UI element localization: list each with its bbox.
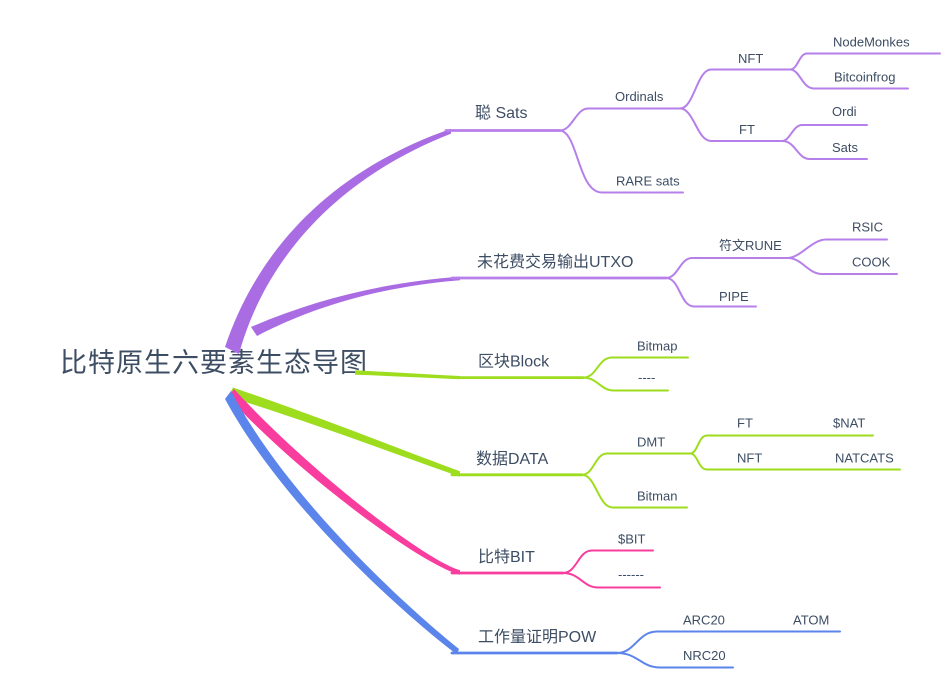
branch-sats: 聪 Sats Ordinals NFT NodeMonkes Bitcoinfr… bbox=[225, 35, 941, 354]
branch-bit-ribbon bbox=[228, 389, 460, 575]
edge-cook bbox=[787, 257, 898, 275]
edge-nodemonkes bbox=[789, 52, 941, 71]
edge-nft-ordinals bbox=[679, 68, 791, 110]
edge-ft-dmt bbox=[689, 434, 874, 455]
branch-data: 数据DATA DMT FT $NAT NFT NATCATS Bitman bbox=[228, 387, 901, 509]
edge-rune bbox=[665, 257, 789, 279]
node-dmt-label[interactable]: DMT bbox=[637, 435, 665, 450]
node-pipe-label[interactable]: PIPE bbox=[719, 289, 749, 304]
edge-bitcoinfrog bbox=[789, 68, 909, 90]
node-bitmap-label[interactable]: Bitmap bbox=[637, 339, 677, 354]
branch-data-ribbon bbox=[228, 387, 460, 477]
branch-pow: 工作量证明POW ARC20 ATOM NRC20 bbox=[225, 391, 841, 669]
node-ordi-label[interactable]: Ordi bbox=[832, 104, 857, 119]
topic-bit-label[interactable]: 比特BIT bbox=[478, 548, 535, 566]
branch-block: 区块Block Bitmap ---- bbox=[355, 339, 689, 392]
edge-sats-leaf bbox=[781, 140, 868, 160]
node-cook-label[interactable]: COOK bbox=[852, 255, 891, 270]
node-nat-label[interactable]: $NAT bbox=[833, 416, 865, 431]
edge-ft-ordinals bbox=[679, 107, 783, 142]
node-nft-ordinals-label[interactable]: NFT bbox=[738, 51, 763, 66]
branch-sats-ribbon bbox=[225, 128, 451, 354]
branch-utxo-ribbon bbox=[251, 276, 460, 336]
edge-nrc20 bbox=[616, 652, 734, 669]
node-bit-token-label[interactable]: $BIT bbox=[618, 532, 646, 547]
edge-rsic bbox=[787, 238, 888, 259]
node-nrc20-label[interactable]: NRC20 bbox=[683, 648, 726, 663]
topic-pow-label[interactable]: 工作量证明POW bbox=[478, 628, 597, 646]
edge-block-dashes bbox=[582, 376, 669, 392]
root-topic-label[interactable]: 比特原生六要素生态导图 bbox=[60, 348, 368, 378]
topic-utxo-label[interactable]: 未花费交易输出UTXO bbox=[477, 253, 633, 271]
branch-utxo: 未花费交易输出UTXO 符文RUNE RSIC COOK PIPE bbox=[251, 220, 898, 336]
edge-bit-token bbox=[562, 549, 654, 574]
edge-pipe bbox=[665, 277, 757, 308]
node-sats-leaf-label[interactable]: Sats bbox=[832, 140, 859, 155]
edge-rare-sats bbox=[559, 129, 684, 194]
node-nodemonkes-label[interactable]: NodeMonkes bbox=[833, 35, 910, 50]
node-block-dashes-label[interactable]: ---- bbox=[638, 370, 655, 385]
node-bitman-label[interactable]: Bitman bbox=[637, 489, 677, 504]
node-atom-label[interactable]: ATOM bbox=[793, 613, 829, 628]
edge-ordinals bbox=[559, 107, 681, 132]
edge-bit-dashes bbox=[562, 572, 661, 589]
edge-nft-dmt bbox=[689, 452, 901, 471]
node-nft-dmt-label[interactable]: NFT bbox=[737, 451, 762, 466]
topic-data-label[interactable]: 数据DATA bbox=[476, 450, 549, 468]
node-ft-dmt-label[interactable]: FT bbox=[737, 416, 753, 431]
branch-bit: 比特BIT $BIT ------ bbox=[228, 389, 661, 589]
edge-bitman bbox=[581, 473, 688, 509]
node-rsic-label[interactable]: RSIC bbox=[852, 220, 883, 235]
node-rune-label[interactable]: 符文RUNE bbox=[719, 238, 782, 253]
node-rare-sats-label[interactable]: RARE sats bbox=[616, 174, 680, 189]
edge-ordi bbox=[781, 124, 868, 142]
topic-sats-label[interactable]: 聪 Sats bbox=[475, 104, 527, 122]
node-ordinals-label[interactable]: Ordinals bbox=[615, 89, 664, 104]
edge-dmt bbox=[581, 452, 691, 476]
edge-arc20 bbox=[616, 630, 841, 654]
topic-block-label[interactable]: 区块Block bbox=[478, 353, 550, 371]
node-bit-dashes-label[interactable]: ------ bbox=[618, 567, 644, 582]
node-bitcoinfrog-label[interactable]: Bitcoinfrog bbox=[834, 70, 895, 85]
node-ft-ordinals-label[interactable]: FT bbox=[739, 122, 755, 137]
node-arc20-label[interactable]: ARC20 bbox=[683, 613, 725, 628]
node-natcats-label[interactable]: NATCATS bbox=[835, 451, 894, 466]
branch-block-ribbon bbox=[355, 370, 460, 380]
edge-bitmap bbox=[582, 356, 689, 379]
